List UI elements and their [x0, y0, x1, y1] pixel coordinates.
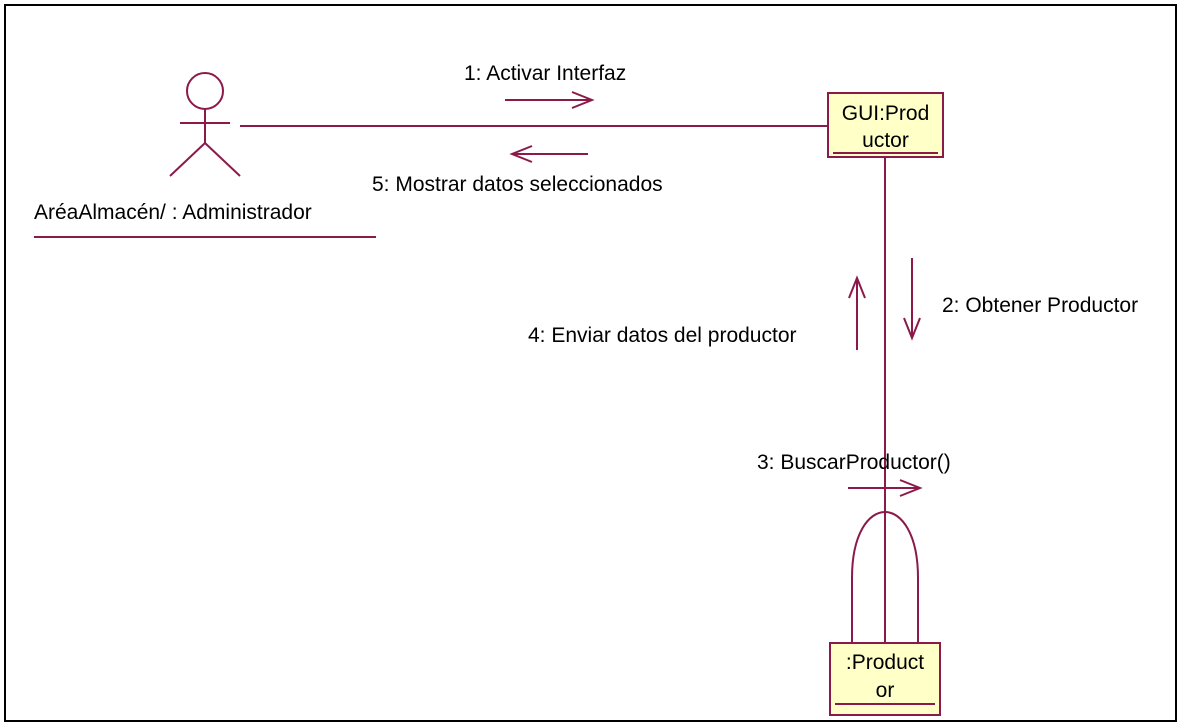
object-gui-productor[interactable]: GUI:Prod uctor	[827, 92, 944, 158]
actor-name: AréaAlmacén/ : Administrador	[34, 201, 312, 224]
message-2-label: 2: Obtener Productor	[942, 294, 1138, 317]
message-2-arrow	[903, 258, 921, 341]
object-gui-line1: GUI:Prod	[842, 102, 930, 125]
message-4-arrow	[848, 275, 866, 350]
message-5-arrow	[509, 145, 588, 163]
message-5-label: 5: Mostrar datos seleccionados	[372, 173, 663, 196]
message-3-label: 3: BuscarProductor()	[757, 451, 951, 474]
object-gui-box	[827, 92, 944, 158]
actor-right-leg	[204, 142, 241, 177]
object-productor-line1: :Product	[846, 651, 924, 674]
object-productor-line2: or	[876, 679, 895, 702]
diagram-frame	[4, 4, 1177, 722]
object-productor[interactable]: :Product or	[829, 642, 941, 716]
self-link-loop	[851, 511, 919, 643]
message-1-arrow	[505, 91, 595, 109]
message-3-arrow	[848, 479, 923, 497]
actor-administrador[interactable]: AréaAlmacén/ : Administrador	[34, 72, 376, 238]
object-gui-line2: uctor	[862, 129, 909, 152]
actor-left-leg	[169, 142, 206, 177]
message-4-label: 4: Enviar datos del productor	[528, 324, 797, 347]
message-1-label: 1: Activar Interfaz	[464, 62, 626, 85]
